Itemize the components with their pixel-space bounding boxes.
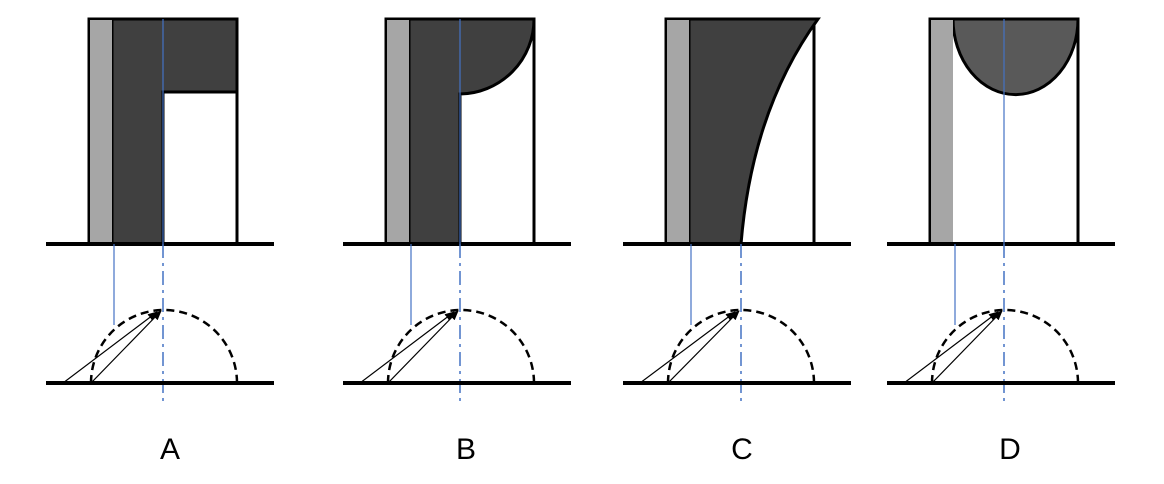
option-a-dashed-arc <box>89 308 239 384</box>
option-a-figure <box>46 17 274 402</box>
option-b-inner-arrow <box>387 310 459 384</box>
option-a-inner-arrow <box>90 310 162 384</box>
option-b-figure <box>343 17 571 402</box>
option-d-dashed-arc <box>930 308 1080 384</box>
option-a-light-strip <box>90 20 112 243</box>
option-b-light-strip <box>387 20 409 243</box>
option-c-label: C <box>731 433 753 466</box>
option-d-label: D <box>999 433 1021 466</box>
option-b-label: B <box>455 433 476 466</box>
option-d-figure <box>887 17 1115 402</box>
option-a-outer-arrow <box>62 311 158 384</box>
option-b-dashed-arc <box>386 308 536 384</box>
option-c-dark-region <box>687 17 821 246</box>
option-d-light-strip <box>931 20 953 243</box>
option-a-label: A <box>159 433 180 466</box>
option-c-outer-arrow <box>639 311 736 384</box>
option-c-figure <box>623 17 851 402</box>
option-d-inner-arrow <box>931 310 1003 384</box>
option-c-light-strip <box>667 20 689 243</box>
option-d-outer-arrow <box>903 311 999 384</box>
option-c-inner-arrow <box>667 310 740 384</box>
option-d-medium-region <box>951 17 1080 97</box>
option-b-outer-arrow <box>359 311 455 384</box>
option-c-dashed-arc <box>666 308 816 384</box>
